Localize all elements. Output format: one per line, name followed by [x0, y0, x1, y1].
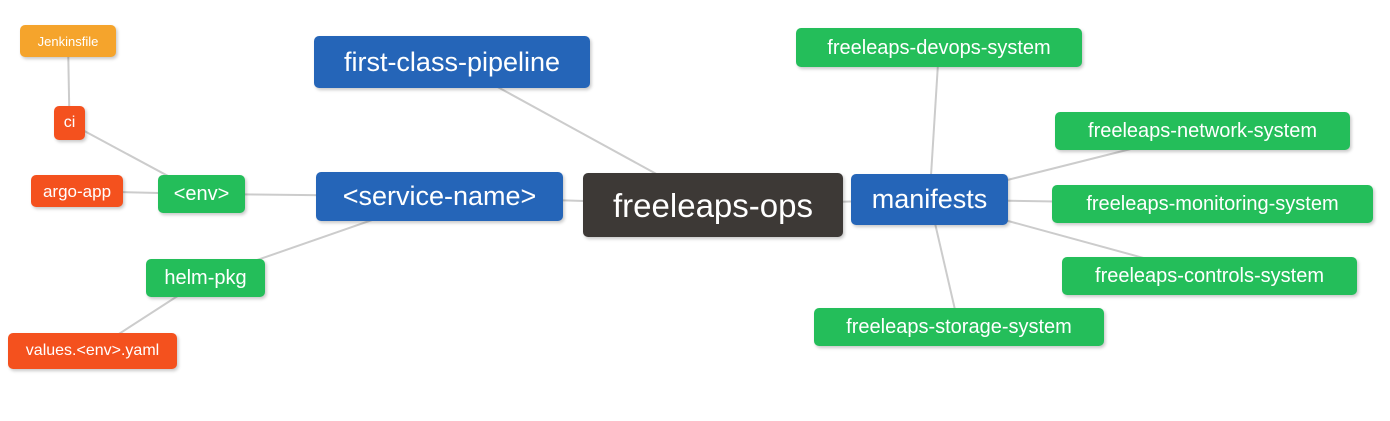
- node-freeleaps-controls-system: freeleaps-controls-system: [1062, 257, 1357, 295]
- node-freeleaps-devops-system: freeleaps-devops-system: [796, 28, 1082, 67]
- node-argo-app: argo-app: [31, 175, 123, 207]
- node-freeleaps-storage-system: freeleaps-storage-system: [814, 308, 1104, 346]
- node-ci: ci: [54, 106, 85, 140]
- node-helm-pkg: helm-pkg: [146, 259, 265, 297]
- node-values-env-yaml: values.<env>.yaml: [8, 333, 177, 369]
- node-freeleaps-ops: freeleaps-ops: [583, 173, 843, 237]
- node-freeleaps-network-system: freeleaps-network-system: [1055, 112, 1350, 150]
- node-jenkinsfile: Jenkinsfile: [20, 25, 116, 57]
- node-manifests: manifests: [851, 174, 1008, 225]
- node-freeleaps-monitoring-system: freeleaps-monitoring-system: [1052, 185, 1373, 223]
- node-service-name: <service-name>: [316, 172, 563, 221]
- node-env: <env>: [158, 175, 245, 213]
- node-first-class-pipeline: first-class-pipeline: [314, 36, 590, 88]
